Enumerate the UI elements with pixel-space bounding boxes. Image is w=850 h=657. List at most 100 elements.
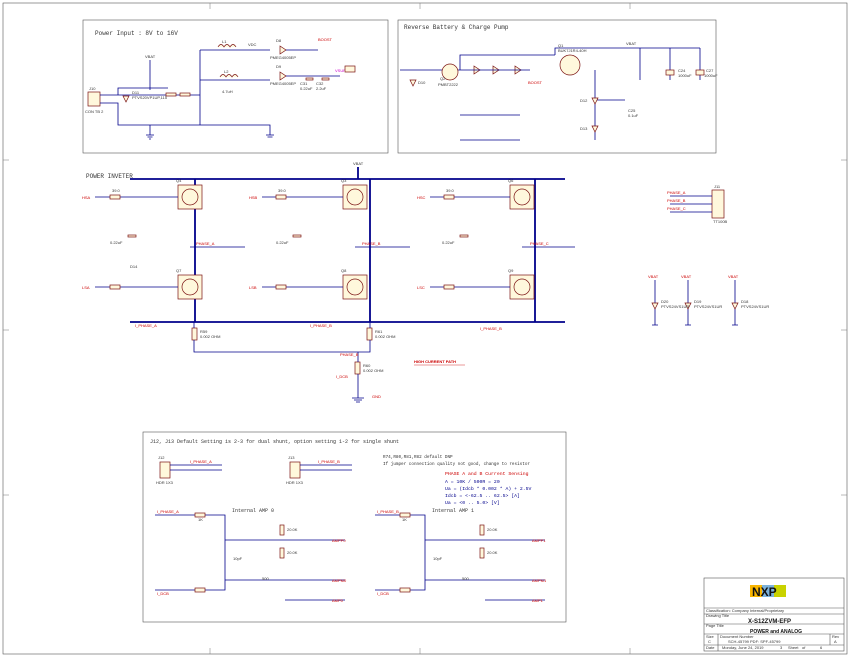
- q1-desc: BUK7J1R4-40H: [558, 48, 587, 53]
- q2-ref: Q2: [440, 76, 446, 81]
- c27-ref: C27: [706, 68, 714, 73]
- lsc-label: LSC: [417, 285, 425, 290]
- c25-val: 0.1uF: [628, 113, 639, 118]
- amp0-out-p: AMPP0: [332, 538, 346, 543]
- j11-pin-a: PHASE_A: [667, 190, 686, 195]
- d19-desc: PTVS24VS1UR: [694, 304, 722, 309]
- d20-desc: PTVS24VS1UR: [661, 304, 689, 309]
- c31-ref: C31: [300, 81, 308, 86]
- dnp-note: R74,R80,R81,R82 default DNP: [383, 455, 453, 460]
- amp1-out: AMP1: [532, 598, 544, 603]
- ls-mosfet-a: [177, 274, 203, 300]
- l1-ref: L1: [222, 39, 227, 44]
- r59-shunt: [191, 327, 198, 341]
- hsc-label: HSC: [417, 195, 426, 200]
- tvs-net-1: VBAT: [648, 274, 659, 279]
- border-ticks: [3, 3, 847, 654]
- tb-doc-number: SCH-45799 PDF: SPF-45799: [728, 639, 781, 644]
- c27-val: 1000uF: [704, 73, 718, 78]
- tb-date: Monday, June 24, 2019: [722, 645, 764, 650]
- j13-header: [289, 461, 301, 479]
- amp0-r2: 20.0K: [287, 527, 298, 532]
- tb-drawing-title-label: Drawing Title: [706, 613, 730, 618]
- i-phase-b-label-2: I_PHASE_B: [480, 326, 502, 331]
- q8-ref: Q8: [341, 268, 347, 273]
- amp0-r1: 1K: [198, 517, 203, 522]
- c32-cap: [321, 77, 330, 81]
- amp0-r4: 500: [262, 576, 269, 581]
- ls-mosfet-c: [509, 274, 535, 300]
- c31-cap: [305, 77, 314, 81]
- j11-pin-b: PHASE_B: [667, 198, 686, 203]
- r61-ref: R61: [375, 329, 383, 334]
- c24-cap: [665, 69, 675, 76]
- q2-transistor: [441, 63, 459, 81]
- amp1-r2: 20.0K: [487, 527, 498, 532]
- tb-drawing-title: X-S12ZVM-EFP: [748, 619, 791, 625]
- phase-b-label: PHASE_B: [362, 241, 381, 246]
- q1-ref: Q1: [558, 43, 564, 48]
- c24-val: 1000uF: [678, 73, 692, 78]
- tb-classification: Classification: Company Internal/Proprie…: [706, 608, 784, 613]
- d13-diode: [591, 125, 599, 133]
- amp0-r3: 20.0K: [287, 550, 298, 555]
- d18-desc: PTVS24VS1UR: [741, 304, 769, 309]
- shunt-note: J12, J13 Default Setting is 2-3 for dual…: [150, 439, 399, 445]
- c27-cap: [695, 69, 705, 76]
- l2-ref: L2: [224, 69, 229, 74]
- i-dcb-label: I_DCB: [336, 374, 348, 379]
- tvs-diodes: VBAT VBAT VBAT D20 PTVS24VS1UR D19 PTVS2…: [648, 274, 769, 326]
- amp1-title: Internal AMP 1: [432, 508, 474, 514]
- gate-r-c-hs: 39.0: [446, 188, 455, 193]
- j10-connector: [87, 91, 101, 107]
- tvs-net-2: VBAT: [681, 274, 692, 279]
- boot-cap-b: 0.22uF: [276, 240, 289, 245]
- d8-ref: D8: [276, 38, 282, 43]
- boost-net: BOOST: [318, 37, 333, 42]
- cs-line-2: Ua = (Idcb * 0.002 * A) + 2.5V: [445, 486, 531, 492]
- current-sense-section: J12, J13 Default Setting is 2-3 for dual…: [142, 431, 567, 623]
- r61-val: 0.002 OHM: [375, 334, 395, 339]
- tb-size-label: Size: [706, 634, 715, 639]
- q3-ref: Q3: [341, 178, 347, 183]
- amp1-in-p: I_PHASE_B: [377, 509, 399, 514]
- lsa-label: LSA: [82, 285, 90, 290]
- tb-doc-label: Document Number: [720, 634, 754, 639]
- d9-ref: D9: [276, 64, 282, 69]
- i-phase-a-label: I_PHASE_A: [135, 323, 157, 328]
- vdc-net: VDC: [248, 42, 257, 47]
- amp1-r1: 1K: [402, 517, 407, 522]
- r59-ref: R59: [200, 329, 208, 334]
- tb-date-label: Date: [706, 645, 715, 650]
- phase-b-label-2: PHASE_B: [340, 352, 359, 357]
- amp1-r3: 20.0K: [487, 550, 498, 555]
- j11-desc: TT100B: [713, 219, 728, 224]
- r61-shunt: [366, 327, 373, 341]
- phase-c-label: PHASE_C: [530, 241, 549, 246]
- r60-val: 0.002 OHM: [363, 368, 383, 373]
- power-input-title: Power Input : 8V to 16V: [95, 30, 178, 37]
- q6-ref: Q6: [508, 178, 514, 183]
- boot-cap-c: 0.22uF: [442, 240, 455, 245]
- reverse-battery-title: Reverse Battery & Charge Pump: [404, 24, 509, 31]
- reverse-battery-section: Reverse Battery & Charge Pump Q2 PMBT222…: [397, 19, 718, 154]
- d20-tvs: [651, 302, 659, 310]
- hs-mosfet-c: [509, 184, 535, 210]
- vsup-net: VSUP: [335, 68, 346, 73]
- q2-desc: PMBT2222: [438, 82, 459, 87]
- amp0-title: Internal AMP 0: [232, 508, 274, 514]
- c25-ref: C25: [628, 108, 636, 113]
- d20-ref: D20: [661, 299, 669, 304]
- c24-ref: C24: [678, 68, 686, 73]
- c31-val: 0.22uF: [300, 86, 313, 91]
- jumper-note: If jumper connection quality not good, c…: [383, 462, 530, 467]
- amp1-out-m: AMPM1: [532, 578, 547, 583]
- ls-mosfet-b: [342, 274, 368, 300]
- r59-val: 0.002 OHM: [200, 334, 220, 339]
- j11-ref: J11: [714, 184, 721, 189]
- vbat-net-1: VBAT: [145, 54, 156, 59]
- d12-diode: [591, 97, 599, 105]
- gate-r-b-hs: 39.0: [278, 188, 287, 193]
- d18-tvs: [731, 302, 739, 310]
